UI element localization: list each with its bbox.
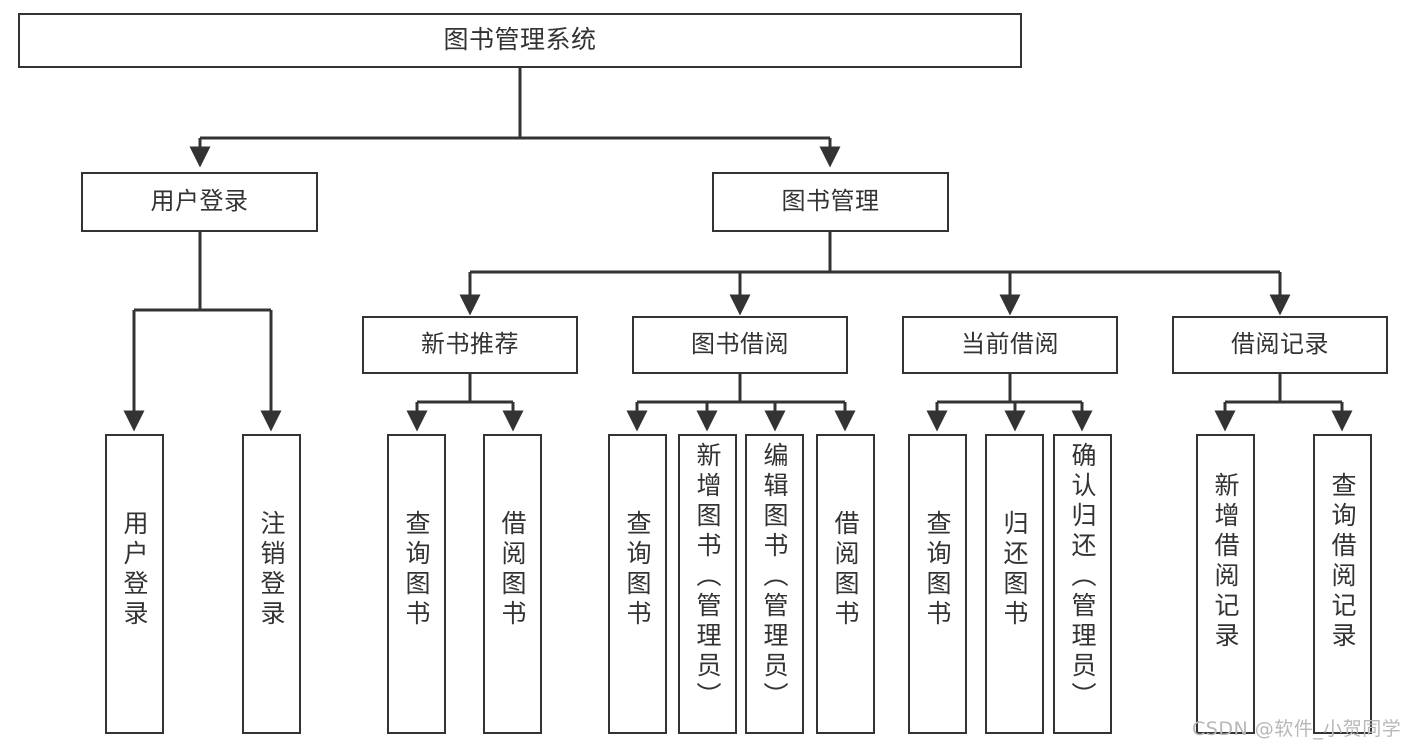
leaf-add-book-admin[interactable]: 新增图书（管理员） (678, 434, 737, 734)
leaf-query-book-current[interactable]: 查询图书 (908, 434, 967, 734)
leaf-confirm-return-admin[interactable]: 确认归还（管理员） (1053, 434, 1112, 734)
node-label: 图书借阅 (691, 330, 789, 359)
node-label: 借阅记录 (1231, 330, 1329, 359)
node-label: 查询图书 (623, 510, 652, 630)
leaf-query-book-borrow[interactable]: 查询图书 (608, 434, 667, 734)
node-label: 注销登录 (257, 510, 286, 630)
node-label: 新增图书（管理员） (693, 442, 722, 712)
leaf-query-book-new-recommend[interactable]: 查询图书 (387, 434, 446, 734)
leaf-add-borrow-record[interactable]: 新增借阅记录 (1196, 434, 1255, 734)
leaf-edit-book-admin[interactable]: 编辑图书（管理员） (745, 434, 804, 734)
node-borrow-record[interactable]: 借阅记录 (1172, 316, 1388, 374)
node-label: 编辑图书（管理员） (760, 442, 789, 712)
node-label: 借阅图书 (498, 510, 527, 630)
leaf-query-borrow-record[interactable]: 查询借阅记录 (1313, 434, 1372, 734)
node-label: 查询图书 (923, 510, 952, 630)
node-label: 借阅图书 (831, 510, 860, 630)
node-label: 归还图书 (1000, 510, 1029, 630)
node-new-book-recommend[interactable]: 新书推荐 (362, 316, 578, 374)
node-label: 新增借阅记录 (1211, 472, 1240, 652)
leaf-borrow-book-new-recommend[interactable]: 借阅图书 (483, 434, 542, 734)
leaf-return-book[interactable]: 归还图书 (985, 434, 1044, 734)
node-book-borrow[interactable]: 图书借阅 (632, 316, 848, 374)
csdn-watermark: CSDN @软件_小贺同学 (1192, 718, 1402, 740)
node-label: 图书管理系统 (443, 25, 597, 55)
node-label: 新书推荐 (421, 330, 519, 359)
node-book-management[interactable]: 图书管理 (712, 172, 949, 232)
node-label: 查询图书 (402, 510, 431, 630)
node-current-borrow[interactable]: 当前借阅 (902, 316, 1118, 374)
leaf-logout-login[interactable]: 注销登录 (242, 434, 301, 734)
leaf-borrow-book-borrow[interactable]: 借阅图书 (816, 434, 875, 734)
node-label: 图书管理 (781, 187, 880, 216)
node-label: 当前借阅 (961, 330, 1059, 359)
node-label: 查询借阅记录 (1328, 472, 1357, 652)
node-user-login[interactable]: 用户登录 (81, 172, 318, 232)
leaf-user-login[interactable]: 用户登录 (105, 434, 164, 734)
node-root-system[interactable]: 图书管理系统 (18, 13, 1022, 68)
node-label: 用户登录 (150, 187, 249, 216)
node-label: 用户登录 (120, 510, 149, 630)
node-label: 确认归还（管理员） (1068, 442, 1097, 712)
